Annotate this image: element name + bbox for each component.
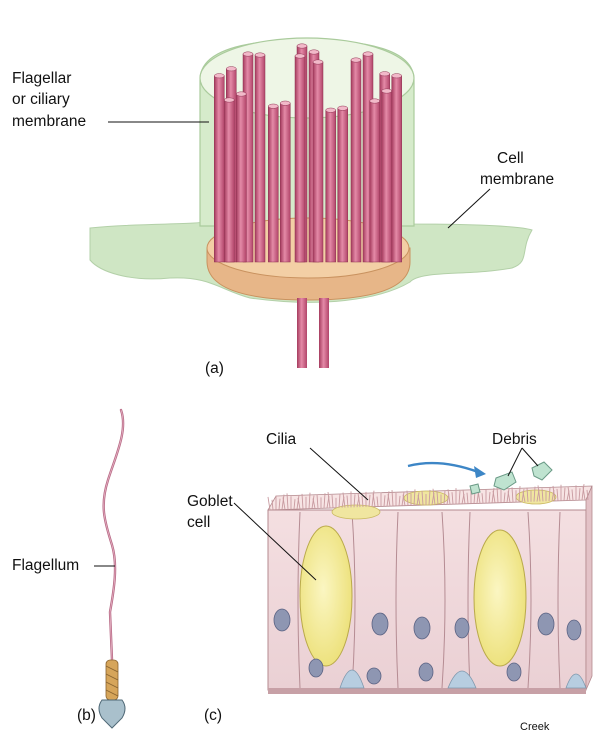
mucus-flow-arrow: [408, 463, 478, 472]
flagellar-membrane-label-line-1: Flagellar: [12, 70, 71, 87]
microtubule-end: [268, 104, 278, 108]
flagellar-membrane-label-line-2: or ciliary: [12, 91, 70, 108]
microtubule-end: [280, 101, 290, 105]
microtubule: [351, 60, 361, 262]
microtubule-end: [338, 106, 348, 110]
microtubule: [370, 101, 380, 262]
microtubule: [392, 76, 402, 262]
goblet-cell-label-line-1: Goblet: [187, 493, 233, 510]
panel-a-illustration: [90, 38, 532, 368]
panel-a-label: (a): [205, 360, 224, 377]
ciliated-epithelium: [268, 484, 592, 694]
microtubule: [295, 56, 305, 262]
cilia-leader: [310, 448, 368, 500]
microtubule-end: [226, 67, 236, 71]
microtubule: [224, 100, 234, 262]
microtubule-end: [297, 44, 307, 48]
microtubule: [382, 91, 392, 262]
goblet-cell-label-line-2: cell: [187, 514, 210, 531]
panel-c-label: (c): [204, 707, 222, 724]
microtubule-end: [243, 52, 253, 56]
debris-label: Debris: [492, 431, 537, 448]
microtubule-end: [380, 72, 390, 76]
flagellar-membrane-label-line-3: membrane: [12, 113, 86, 130]
microtubule-end: [309, 50, 319, 54]
microtubule: [338, 108, 348, 262]
flagellum-illustration: [99, 410, 125, 728]
microtubule-end: [214, 74, 224, 78]
microtubule-end: [392, 74, 402, 78]
sperm-midpiece: [106, 660, 118, 700]
microtubule: [236, 94, 246, 262]
microtubule: [280, 103, 290, 262]
sperm-head: [99, 700, 125, 728]
microtubule-end: [224, 98, 234, 102]
microtubule: [313, 62, 323, 262]
goblet-cell: [300, 526, 352, 666]
microtubule: [268, 106, 278, 262]
microtubule-end: [363, 52, 373, 56]
microtubule-end: [370, 99, 380, 103]
goblet-cell: [474, 530, 526, 666]
microtubule-end: [236, 92, 246, 96]
flagellum-tail: [104, 410, 123, 660]
microtubule: [214, 76, 224, 262]
flagellum-label: Flagellum: [12, 557, 79, 574]
cilia-label: Cilia: [266, 431, 297, 448]
debris-leader: [508, 448, 522, 476]
microtubule-end: [382, 89, 392, 93]
microtubule: [326, 110, 336, 262]
cell-membrane-label-line-1: Cell: [497, 150, 524, 167]
microtubule-end: [255, 53, 265, 57]
cell-membrane-label-line-2: membrane: [480, 171, 554, 188]
microtubule-end: [351, 58, 361, 62]
microtubule-end: [326, 108, 336, 112]
central-pair: [297, 298, 329, 368]
arrowhead-icon: [474, 466, 486, 478]
microtubule-end: [295, 54, 305, 58]
debris-leader: [522, 448, 538, 466]
cell-membrane-leader: [448, 189, 490, 228]
microtubule-end: [313, 60, 323, 64]
artist-credit: Creek: [520, 721, 550, 733]
microtubule: [255, 55, 265, 262]
panel-b-label: (b): [77, 707, 96, 724]
